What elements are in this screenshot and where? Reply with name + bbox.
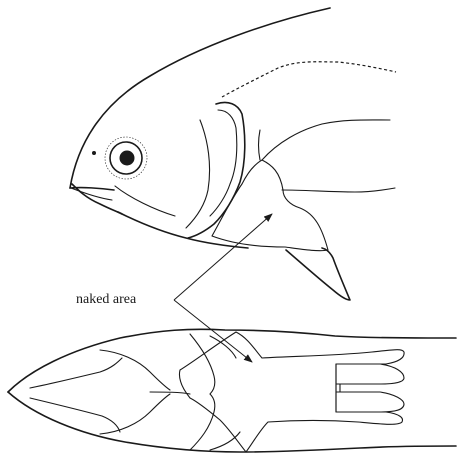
ventral-gill-cover-lower — [210, 432, 240, 450]
preopercle-line — [186, 120, 210, 228]
ventral-pelvic-fins — [336, 364, 404, 412]
mouth — [70, 184, 122, 214]
naked-area-annotation: naked area — [76, 214, 272, 362]
pelvic-fin — [286, 248, 350, 300]
ventral-mouth-line — [30, 358, 122, 388]
pectoral-fin — [259, 120, 396, 192]
nostril — [92, 151, 96, 155]
opercle — [188, 102, 245, 238]
dorsal-profile — [70, 8, 330, 188]
maxilla-line — [115, 186, 175, 216]
pointer-line-to-lateral — [174, 214, 272, 300]
ventral-branchiostegal-upper — [190, 334, 215, 394]
ventral-body-outline-top — [8, 329, 456, 392]
ventral-head-left-line-upper — [100, 350, 170, 390]
pointer-line-to-ventral — [174, 300, 252, 362]
ventral-branchiostegal-lower — [190, 394, 215, 450]
ventral-head-left-line-lower — [100, 394, 170, 434]
ventral-body-outline-bottom — [8, 392, 456, 452]
lower-head-profile — [118, 212, 248, 248]
eye — [105, 137, 147, 179]
dorsal-fin-dashed — [222, 62, 396, 97]
fish-head-lateral-view — [70, 8, 396, 300]
fish-body-ventral-view — [8, 329, 456, 452]
naked-area-label: naked area — [76, 292, 137, 307]
